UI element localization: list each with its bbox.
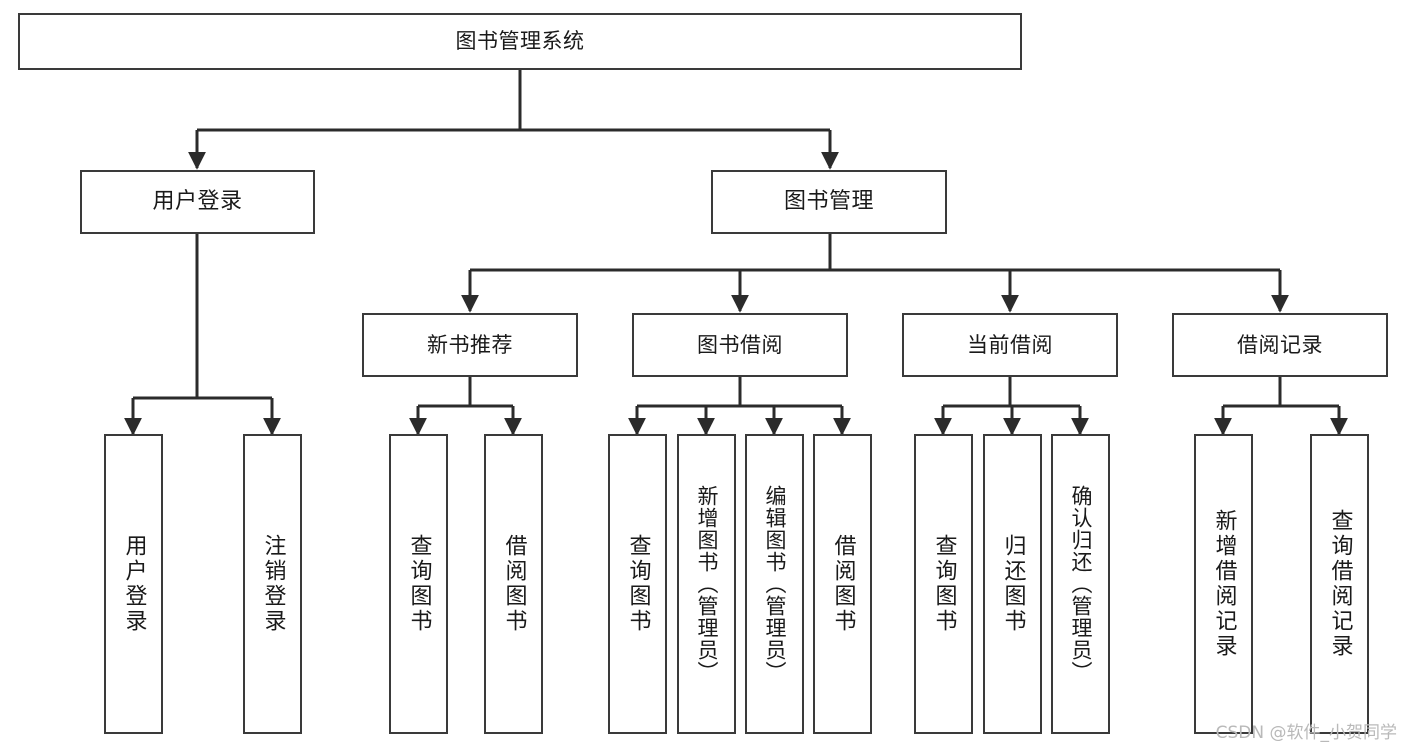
node-leaf-confirm-return-label: 确认归还（管理员） xyxy=(1069,485,1093,683)
node-leaf-borrow-book-2-label: 借阅图书 xyxy=(830,534,856,634)
node-leaf-return-book[interactable]: 归还图书 xyxy=(983,434,1042,734)
node-leaf-query-book-1[interactable]: 查询图书 xyxy=(389,434,448,734)
node-user-login-label: 用户登录 xyxy=(152,189,243,215)
node-new-book-recommend[interactable]: 新书推荐 xyxy=(362,313,578,377)
node-leaf-user-logout[interactable]: 注销登录 xyxy=(243,434,302,734)
node-leaf-query-book-2-label: 查询图书 xyxy=(625,534,651,634)
node-leaf-edit-book[interactable]: 编辑图书（管理员） xyxy=(745,434,804,734)
node-current-borrow[interactable]: 当前借阅 xyxy=(902,313,1118,377)
node-book-manage-label: 图书管理 xyxy=(783,189,874,215)
node-leaf-borrow-book-2[interactable]: 借阅图书 xyxy=(813,434,872,734)
node-leaf-add-record-label: 新增借阅记录 xyxy=(1211,509,1237,659)
node-leaf-query-book-1-label: 查询图书 xyxy=(406,534,432,634)
node-leaf-confirm-return[interactable]: 确认归还（管理员） xyxy=(1051,434,1110,734)
node-leaf-borrow-book-1[interactable]: 借阅图书 xyxy=(484,434,543,734)
node-leaf-user-login-label: 用户登录 xyxy=(121,534,147,634)
node-leaf-query-book-3-label: 查询图书 xyxy=(931,534,957,634)
node-borrow-record-label: 借阅记录 xyxy=(1237,332,1323,357)
node-new-book-recommend-label: 新书推荐 xyxy=(427,332,513,357)
node-leaf-user-login[interactable]: 用户登录 xyxy=(104,434,163,734)
node-book-borrow[interactable]: 图书借阅 xyxy=(632,313,848,377)
node-book-manage[interactable]: 图书管理 xyxy=(711,170,947,234)
node-leaf-user-logout-label: 注销登录 xyxy=(260,534,286,634)
node-leaf-add-book[interactable]: 新增图书（管理员） xyxy=(677,434,736,734)
node-user-login[interactable]: 用户登录 xyxy=(80,170,315,234)
node-leaf-query-record-label: 查询借阅记录 xyxy=(1327,509,1353,659)
node-root[interactable]: 图书管理系统 xyxy=(18,13,1022,70)
node-leaf-return-book-label: 归还图书 xyxy=(1000,534,1026,634)
node-leaf-add-book-label: 新增图书（管理员） xyxy=(695,485,719,683)
node-borrow-record[interactable]: 借阅记录 xyxy=(1172,313,1388,377)
node-root-label: 图书管理系统 xyxy=(455,29,585,54)
node-leaf-borrow-book-1-label: 借阅图书 xyxy=(501,534,527,634)
node-leaf-add-record[interactable]: 新增借阅记录 xyxy=(1194,434,1253,734)
node-leaf-query-book-3[interactable]: 查询图书 xyxy=(914,434,973,734)
node-leaf-edit-book-label: 编辑图书（管理员） xyxy=(763,485,787,683)
node-current-borrow-label: 当前借阅 xyxy=(967,332,1053,357)
node-leaf-query-book-2[interactable]: 查询图书 xyxy=(608,434,667,734)
node-leaf-query-record[interactable]: 查询借阅记录 xyxy=(1310,434,1369,734)
node-book-borrow-label: 图书借阅 xyxy=(697,332,783,357)
